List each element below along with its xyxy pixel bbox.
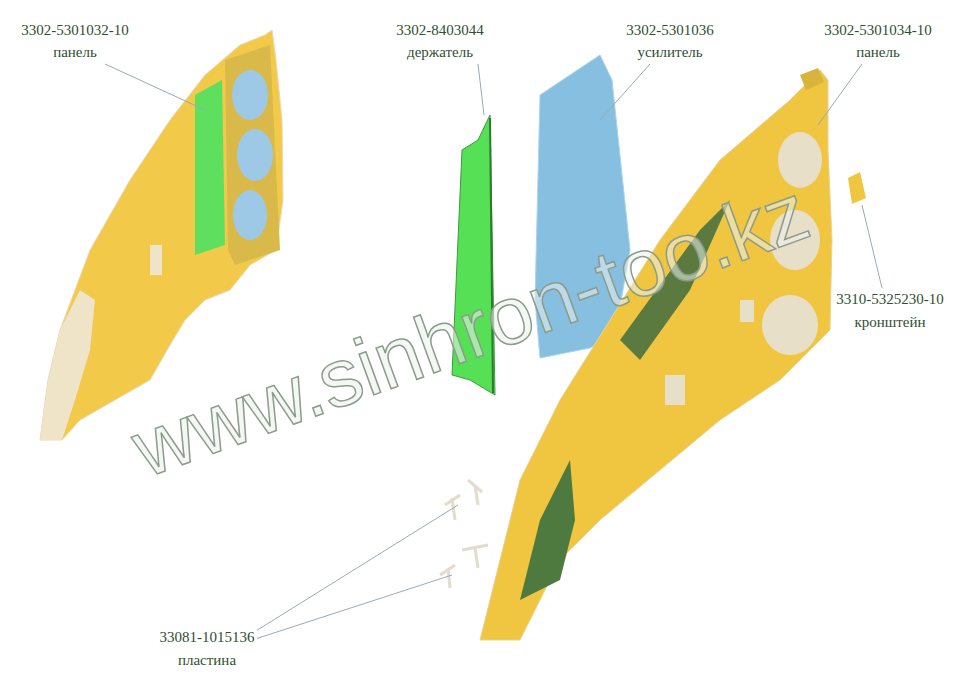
watermark: www.sinhron-too.kz: [121, 166, 820, 494]
part-number: 3302-5301034-10: [822, 21, 934, 39]
part-number: 3302-5301032-10: [19, 21, 131, 39]
leader-lines: [105, 64, 882, 644]
part-name: панель: [51, 43, 99, 61]
part-number: 3302-5301036: [624, 21, 716, 39]
part-name: усилитель: [635, 43, 704, 61]
part-name: кронштейн: [852, 313, 927, 331]
part-number: 3302-8403044: [394, 21, 486, 39]
part-number: 3310-5325230-10: [834, 290, 946, 308]
bracket: [848, 172, 866, 204]
part-name: пластина: [176, 651, 238, 669]
part-number: 33081-1015136: [158, 628, 257, 646]
part-name: панель: [854, 43, 902, 61]
plates: [440, 480, 488, 588]
part-name: держатель: [405, 43, 475, 61]
